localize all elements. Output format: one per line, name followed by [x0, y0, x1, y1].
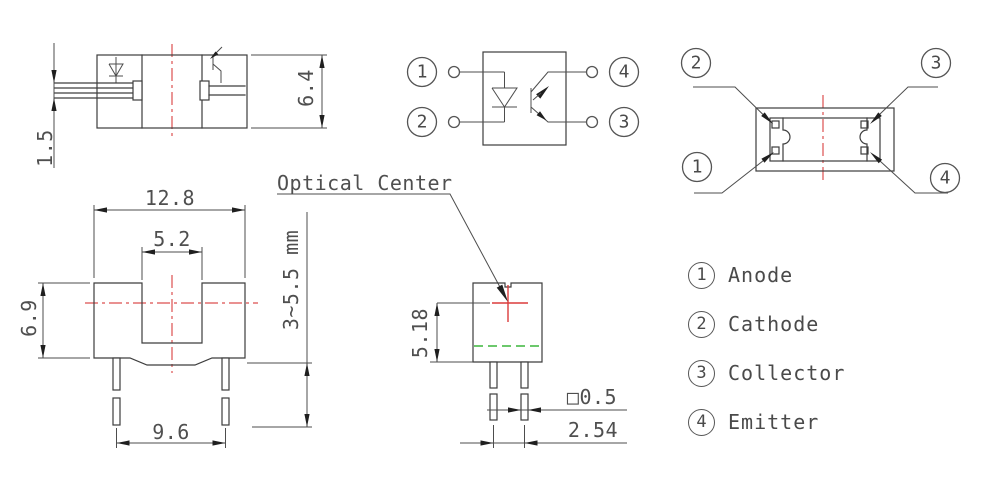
dim-width: 12.8 [93, 186, 246, 278]
pin-badge-2: 2 [688, 310, 715, 338]
dim-height: 6.9 [17, 282, 90, 359]
pin-number-1: 1 [406, 56, 438, 88]
dim-lead-length-label: 3~5.5 mm [279, 230, 303, 330]
optical-center-callout: Optical Center [277, 171, 508, 302]
dim-lead-length: 3~5.5 mm [247, 212, 312, 428]
dim-lead-thickness: 1.5 [33, 43, 57, 168]
svg-text:4: 4 [619, 62, 630, 83]
pin-label-emitter: Emitter [728, 410, 820, 434]
dim-height-label: 6.4 [294, 69, 318, 107]
dim-optical-center-label: 5.18 [408, 308, 432, 358]
leader-pin-2 [693, 86, 773, 124]
optical-center-label: Optical Center [277, 171, 453, 195]
dim-width-label: 12.8 [145, 186, 195, 210]
dim-lead-pitch: 2.54 [460, 418, 627, 448]
leader-pin-3 [870, 86, 938, 124]
terminal-4 [585, 65, 599, 79]
left-bracket [782, 117, 791, 162]
pin-number-2: 2 [680, 47, 712, 79]
svg-text:1: 1 [692, 157, 703, 178]
pin-number-4: 4 [929, 162, 961, 194]
dim-height: 6.4 [251, 54, 327, 129]
legend-item-collector: 3 Collector [688, 358, 845, 388]
svg-text:2: 2 [691, 53, 702, 74]
terminal-3 [585, 115, 599, 129]
package-body-outline [96, 54, 248, 129]
photo-arrow [536, 86, 549, 99]
dim-lead-square: □0.5 [487, 385, 627, 413]
wires [459, 71, 587, 123]
left-lead [54, 80, 143, 101]
dim-optical-center: 5.18 [408, 302, 490, 363]
phototransistor-symbol [210, 46, 223, 83]
svg-text:1: 1 [417, 62, 428, 83]
pin-number-4: 4 [608, 56, 640, 88]
pin-number-1: 1 [681, 151, 713, 183]
package-bottom-view: 2 3 1 4 [680, 47, 961, 194]
dim-lead-thickness-label: 1.5 [33, 129, 57, 167]
right-lead [199, 80, 246, 101]
dim-height-label: 6.9 [17, 299, 41, 337]
optical-center-arrow [496, 284, 508, 302]
terminal-1 [447, 65, 461, 79]
pin-label-collector: Collector [728, 361, 846, 385]
leader-pin-4 [870, 152, 948, 194]
pin-badge-3: 3 [688, 359, 715, 387]
svg-text:3: 3 [619, 112, 630, 133]
dim-lead-square-label: □0.5 [567, 385, 617, 409]
dim-slot-width-label: 5.2 [153, 227, 191, 251]
schematic-box [482, 51, 567, 146]
svg-text:4: 4 [940, 168, 951, 189]
dim-lead-pitch-label: 2.54 [568, 418, 618, 442]
side-view-optical: Optical Center 5.18 [277, 171, 627, 448]
legend-item-emitter: 4 Emitter [688, 407, 845, 437]
legend-item-cathode: 2 Cathode [688, 309, 845, 339]
pin-number-3: 3 [920, 47, 952, 79]
inner-outline [769, 117, 881, 162]
pad-4 [860, 146, 869, 155]
right-lead [221, 357, 230, 426]
dim-lead-span: 9.6 [116, 420, 226, 448]
optical-center-cross [492, 285, 528, 322]
front-view: 12.8 5.2 6.9 9.6 3~5.5 mm [17, 186, 312, 448]
leader-pin-1 [694, 152, 774, 194]
legend-item-anode: 1 Anode [688, 260, 845, 290]
pad-3 [860, 120, 869, 129]
emitter-arrow [536, 111, 547, 121]
circuit-schematic: 1 2 4 3 [406, 51, 640, 146]
pin-badge-4: 4 [688, 408, 715, 436]
outer-outline [755, 107, 895, 172]
body-outline [93, 282, 246, 366]
dim-lead-span-label: 9.6 [152, 420, 190, 444]
right-bracket [859, 117, 868, 162]
left-lead [489, 361, 498, 421]
pin-badge-1: 1 [688, 261, 715, 289]
terminal-2 [447, 115, 461, 129]
led-symbol [108, 57, 124, 83]
right-lead [520, 361, 529, 421]
pin-number-2: 2 [406, 106, 438, 138]
pin-number-3: 3 [608, 106, 640, 138]
pad-1 [771, 146, 780, 155]
pin-legend: 1 Anode 2 Cathode 3 Collector 4 Emitter [688, 260, 845, 437]
pin-label-cathode: Cathode [728, 312, 820, 336]
dim-slot-width: 5.2 [141, 227, 203, 280]
photo-arrow [210, 51, 219, 59]
side-view-top: 1.5 6.4 [33, 43, 327, 168]
pad-2 [771, 120, 780, 129]
svg-text:3: 3 [931, 53, 942, 74]
led-symbol [491, 87, 518, 108]
left-lead [112, 357, 121, 426]
pin-label-anode: Anode [728, 263, 794, 287]
svg-text:2: 2 [417, 112, 428, 133]
